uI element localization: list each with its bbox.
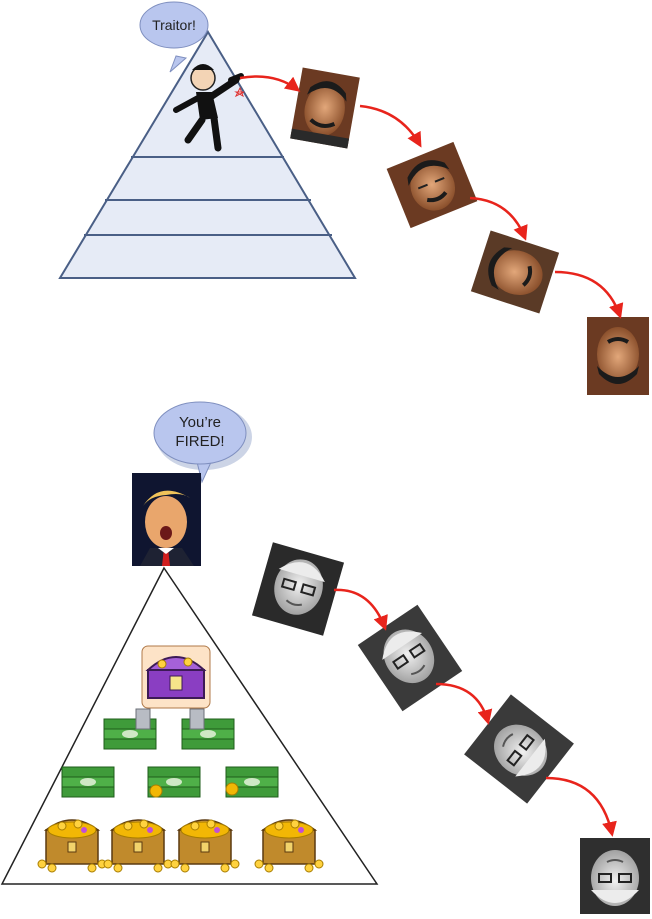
bottom-photo-1 bbox=[251, 542, 345, 636]
gold-chest-icon bbox=[37, 819, 107, 873]
traitor-text: Traitor! bbox=[152, 17, 196, 33]
wealth-pyramid bbox=[0, 566, 379, 885]
money-stack-icon bbox=[61, 766, 115, 798]
money-stack-icon bbox=[147, 766, 201, 798]
top-photo-4 bbox=[587, 317, 649, 395]
fired-speech-bubble: You’re FIRED! bbox=[153, 401, 252, 484]
top-arrow-1 bbox=[239, 75, 301, 92]
pyramid-shape bbox=[58, 30, 357, 279]
money-stack-icon bbox=[181, 708, 235, 750]
treasure-chest-icon bbox=[141, 645, 211, 709]
top-arrow-4 bbox=[554, 270, 624, 319]
fired-text-line2: FIRED! bbox=[175, 433, 224, 450]
top-arrow-2 bbox=[359, 104, 422, 148]
money-stack-icon bbox=[103, 708, 157, 750]
gold-chest-icon bbox=[103, 819, 173, 873]
bottom-photo-4 bbox=[580, 838, 650, 914]
top-photo-2 bbox=[386, 141, 478, 229]
boss-portrait bbox=[132, 473, 201, 566]
top-photo-3 bbox=[470, 230, 560, 314]
traitor-speech-bubble: Traitor! bbox=[139, 1, 209, 73]
gold-chest-icon bbox=[254, 819, 324, 873]
bottom-arrow-1 bbox=[333, 588, 388, 631]
fired-text-line1: You’re bbox=[179, 414, 221, 431]
bottom-arrow-2 bbox=[435, 682, 493, 725]
kicking-man-icon bbox=[173, 64, 245, 152]
money-stack-icon bbox=[225, 766, 279, 798]
bottom-photo-3 bbox=[464, 694, 574, 804]
top-photo-1 bbox=[290, 67, 360, 149]
top-arrow-3 bbox=[469, 196, 528, 241]
top-pyramid bbox=[58, 30, 357, 279]
bottom-arrow-3 bbox=[545, 776, 617, 837]
gold-chest-icon bbox=[170, 819, 240, 873]
bottom-photo-2 bbox=[357, 604, 463, 712]
